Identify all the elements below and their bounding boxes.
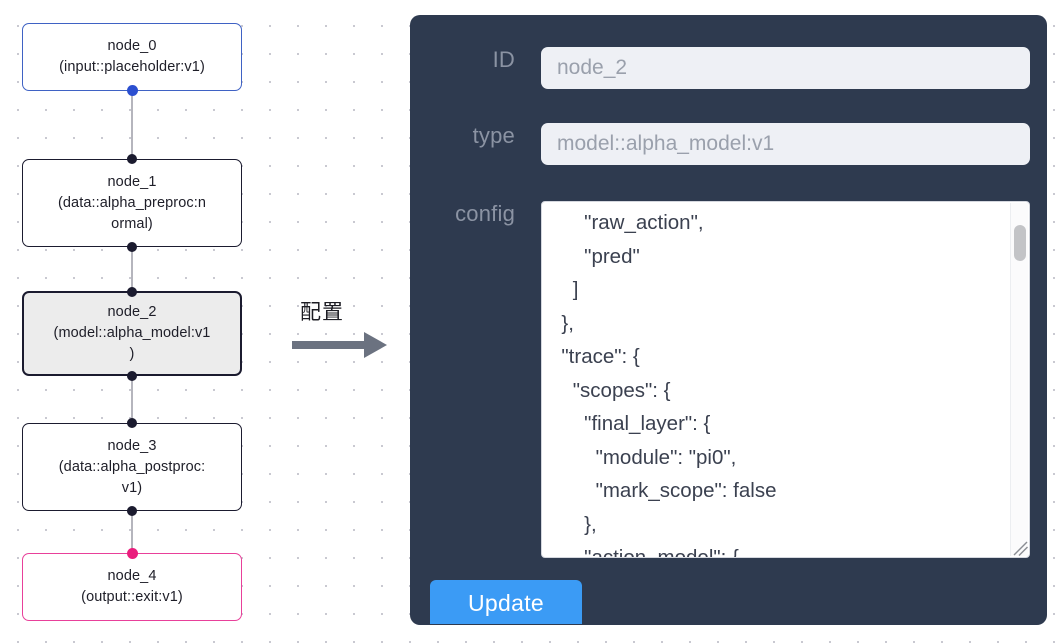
edge-2-3 — [131, 375, 133, 421]
node-port-node_2-in[interactable] — [127, 287, 137, 297]
node-port-node_4-in[interactable] — [126, 548, 138, 559]
node-id-label: node_3 — [107, 437, 157, 454]
node-port-node_2-out[interactable] — [127, 371, 137, 381]
type-input[interactable] — [541, 123, 1030, 165]
graph-node-node_4[interactable]: node_4 (output::exit:v1) — [22, 553, 242, 621]
node-id-label: node_4 — [107, 568, 157, 584]
id-field-label: ID — [492, 47, 515, 72]
type-field-label: type — [472, 123, 515, 148]
field-row-config: config "raw_action", "pred" ] }, "trace"… — [410, 201, 1030, 558]
node-id-label: node_2 — [107, 304, 157, 320]
arrow-label: 配置 — [300, 300, 344, 324]
node-id-label: node_1 — [107, 173, 157, 190]
node-id-label: node_0 — [107, 38, 157, 54]
graph-node-node_2[interactable]: node_2 (model::alpha_model:v1 ) — [22, 291, 242, 376]
config-scrollbar-thumb[interactable] — [1014, 225, 1026, 261]
node-type-label: (model::alpha_model:v1 — [53, 325, 211, 341]
node-graph[interactable]: node_0 (input::placeholder:v1) node_1 (d… — [0, 0, 392, 643]
arrow-right-icon — [292, 332, 387, 358]
config-arrow-group: 配置 — [292, 296, 392, 362]
node-port-node_1-out[interactable] — [127, 242, 137, 252]
node-config-panel: ID type config "raw_action", "pred" ] },… — [410, 15, 1047, 625]
config-field-label: config — [455, 201, 515, 226]
config-textarea[interactable]: "raw_action", "pred" ] }, "trace": { "sc… — [541, 201, 1030, 558]
update-button[interactable]: Update — [430, 580, 582, 624]
edge-0-1 — [131, 89, 133, 159]
graph-node-node_1[interactable]: node_1 (data::alpha_preproc:n ormal) — [22, 159, 242, 247]
config-scrollbar[interactable] — [1010, 203, 1028, 556]
node-type-label-wrap: ) — [129, 346, 135, 362]
field-row-type: type — [410, 123, 1030, 165]
node-type-label-wrap: ormal) — [111, 215, 153, 232]
node-type-label: (data::alpha_postproc: — [58, 458, 206, 475]
node-port-node_1-in[interactable] — [127, 154, 137, 164]
id-input[interactable] — [541, 47, 1030, 89]
node-type-label-wrap: v1) — [121, 479, 143, 496]
node-port-node_0-out[interactable] — [126, 85, 138, 96]
field-row-id: ID — [410, 47, 1030, 89]
config-textarea-wrap: "raw_action", "pred" ] }, "trace": { "sc… — [541, 201, 1030, 558]
node-port-node_3-out[interactable] — [127, 506, 137, 516]
edge-3-4 — [131, 511, 133, 549]
edge-1-2 — [131, 246, 133, 292]
graph-node-node_3[interactable]: node_3 (data::alpha_postproc: v1) — [22, 423, 242, 511]
node-port-node_3-in[interactable] — [127, 418, 137, 428]
resize-handle-icon[interactable] — [1011, 539, 1029, 557]
node-type-label: (data::alpha_preproc:n — [57, 194, 207, 211]
graph-node-node_0[interactable]: node_0 (input::placeholder:v1) — [22, 23, 242, 91]
node-type-label: (input::placeholder:v1) — [59, 59, 205, 75]
node-type-label: (output::exit:v1) — [81, 589, 183, 605]
